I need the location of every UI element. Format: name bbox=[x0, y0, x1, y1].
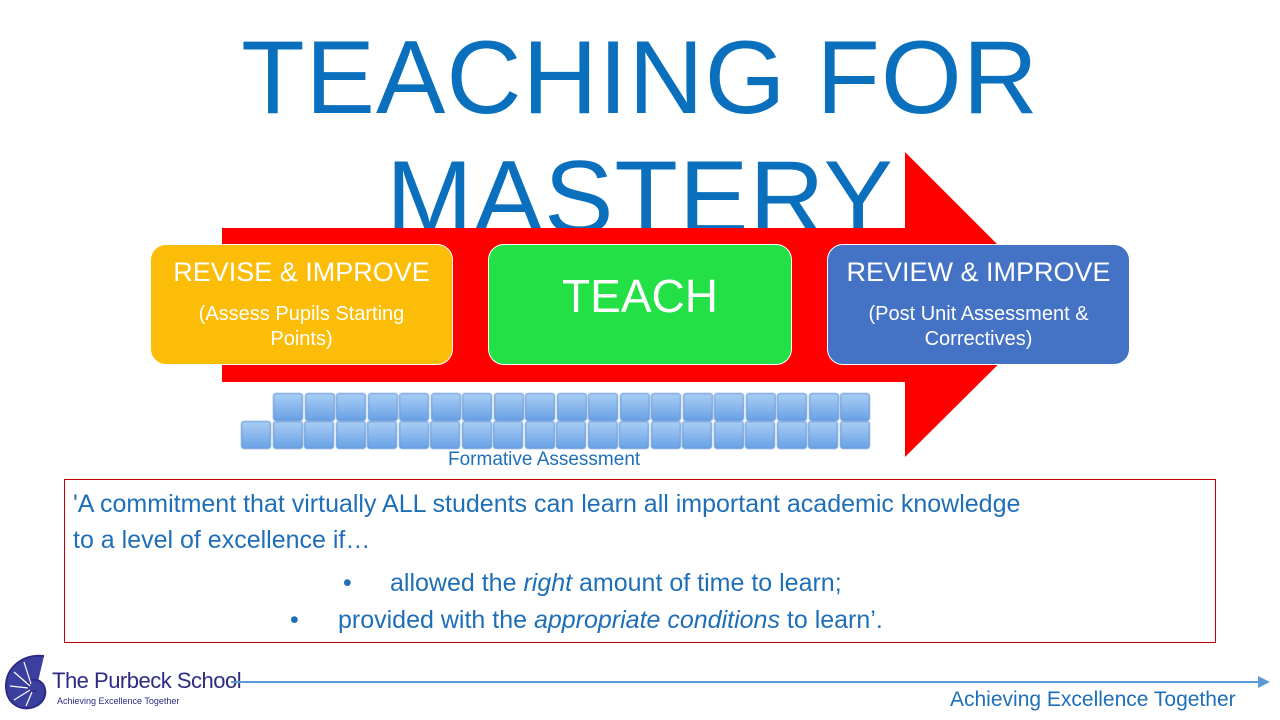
formative-assessment-label: Formative Assessment bbox=[448, 449, 641, 470]
school-tagline: Achieving Excellence Together bbox=[57, 696, 180, 706]
stage-subtext: (Assess Pupils Starting Points) bbox=[198, 303, 405, 350]
assessment-block bbox=[367, 393, 398, 421]
assessment-block bbox=[336, 393, 366, 421]
quote-bullet-2: provided with the appropriate conditions… bbox=[338, 606, 883, 634]
assessment-block bbox=[808, 393, 839, 421]
assessment-block bbox=[651, 393, 681, 421]
assessment-block bbox=[367, 421, 397, 449]
assessment-block bbox=[840, 393, 870, 421]
quote-bullet-1: allowed the right amount of time to lear… bbox=[390, 569, 842, 597]
assessment-block bbox=[493, 421, 523, 449]
quote-line-2: to a level of excellence if… bbox=[73, 526, 371, 554]
stage-heading: REVIEW & IMPROVE bbox=[846, 257, 1111, 287]
assessment-block bbox=[462, 393, 492, 421]
assessment-block bbox=[493, 393, 524, 421]
assessment-block bbox=[619, 393, 650, 421]
assessment-block bbox=[430, 393, 461, 421]
school-name: The Purbeck School bbox=[52, 668, 242, 693]
assessment-block bbox=[556, 421, 586, 449]
assessment-block bbox=[714, 393, 744, 421]
quote-line-1: 'A commitment that virtually ALL student… bbox=[73, 490, 1021, 518]
assessment-block bbox=[430, 421, 460, 449]
assessment-block bbox=[588, 393, 618, 421]
stage-revise-improve: REVISE & IMPROVE (Assess Pupils Starting… bbox=[150, 244, 453, 365]
stage-teach: TEACH bbox=[488, 244, 792, 365]
assessment-block bbox=[461, 421, 492, 449]
assessment-block bbox=[525, 393, 555, 421]
assessment-block bbox=[776, 421, 807, 449]
mastery-quote-box: 'A commitment that virtually ALL student… bbox=[64, 479, 1216, 643]
footer-slogan: Achieving Excellence Together bbox=[950, 688, 1236, 711]
bullet: • bbox=[343, 569, 352, 597]
assessment-block bbox=[524, 421, 555, 449]
assessment-block bbox=[241, 421, 271, 449]
assessment-block bbox=[808, 421, 838, 449]
assessment-block bbox=[272, 421, 303, 449]
assessment-block bbox=[682, 421, 712, 449]
bullet: • bbox=[290, 606, 299, 634]
footer-arrowhead-icon bbox=[1258, 676, 1270, 688]
slide-title: TEACHING FOR MASTERY bbox=[241, 20, 1039, 256]
assessment-block bbox=[619, 421, 649, 449]
assessment-block bbox=[304, 393, 335, 421]
stage-heading: TEACH bbox=[562, 270, 718, 322]
assessment-block bbox=[398, 421, 429, 449]
nautilus-shell-logo bbox=[4, 654, 47, 710]
assessment-block bbox=[556, 393, 587, 421]
stage-subtext: (Post Unit Assessment & Correctives) bbox=[868, 303, 1089, 350]
assessment-block bbox=[745, 393, 776, 421]
assessment-block bbox=[777, 393, 807, 421]
assessment-block bbox=[304, 421, 334, 449]
stage-heading: REVISE & IMPROVE bbox=[173, 257, 430, 287]
assessment-block bbox=[587, 421, 618, 449]
assessment-block bbox=[335, 421, 366, 449]
assessment-block bbox=[745, 421, 775, 449]
footer-arrow-line bbox=[231, 681, 1264, 683]
assessment-block bbox=[399, 393, 429, 421]
assessment-block bbox=[650, 421, 681, 449]
assessment-block bbox=[273, 393, 303, 421]
assessment-block bbox=[682, 393, 713, 421]
assessment-block bbox=[839, 421, 870, 449]
assessment-block bbox=[713, 421, 744, 449]
stage-review-improve: REVIEW & IMPROVE (Post Unit Assessment &… bbox=[827, 244, 1130, 365]
